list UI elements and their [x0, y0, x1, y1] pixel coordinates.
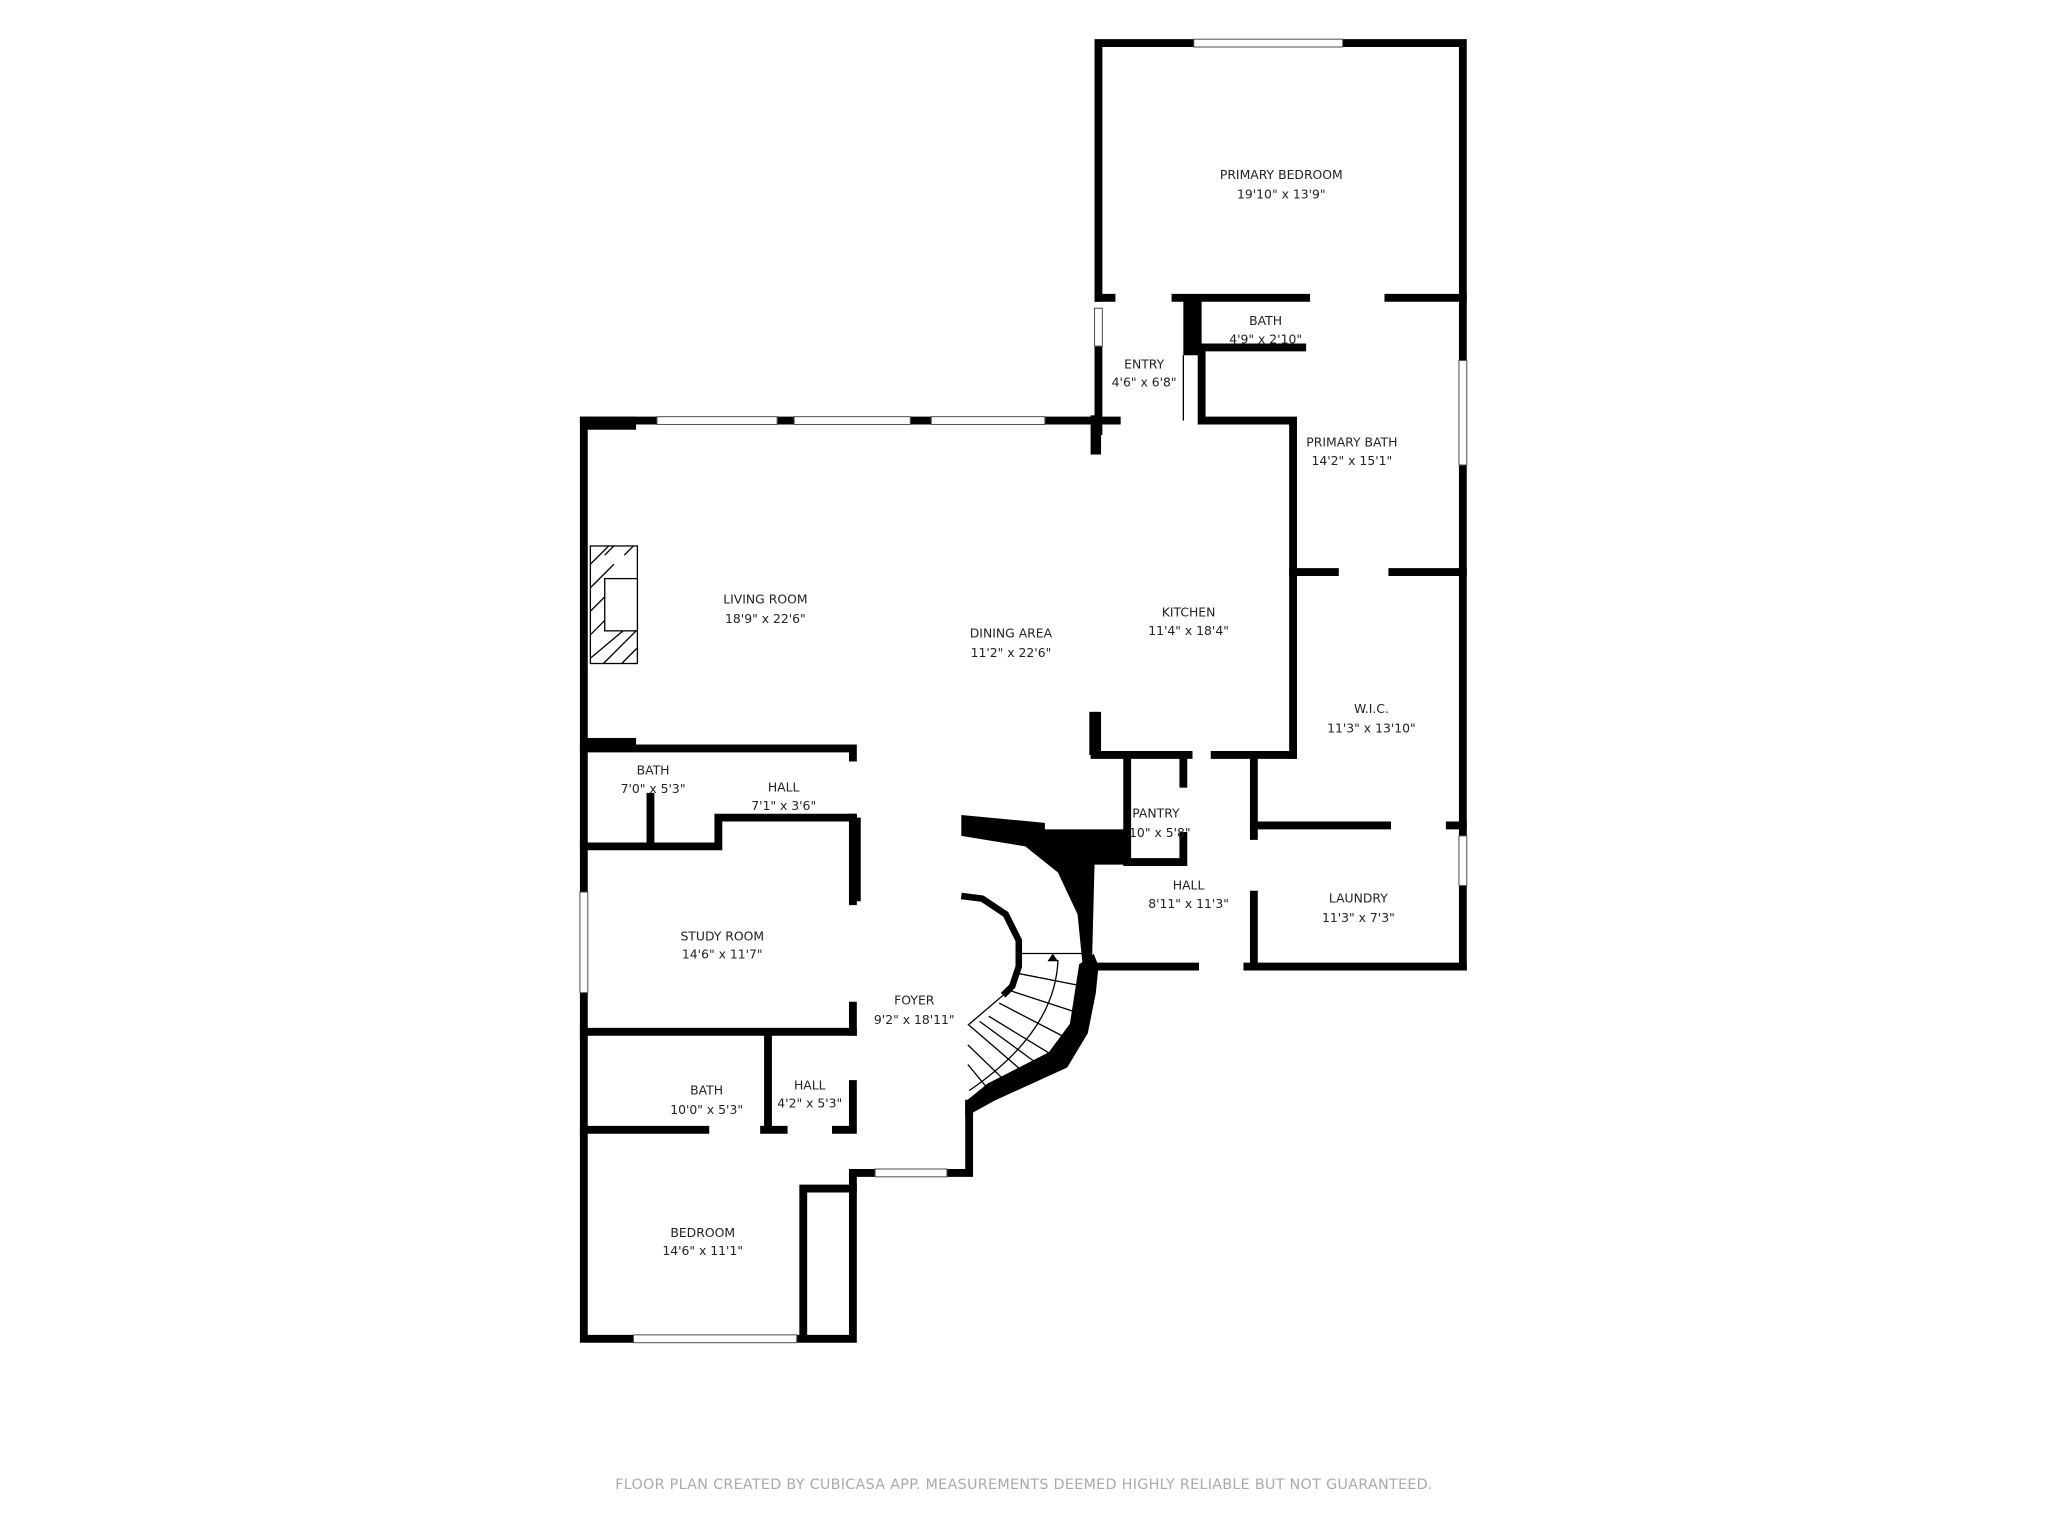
room-size-pantry: 10" x 5'8" [1129, 825, 1191, 840]
room-name-bath-lower: BATH [690, 1083, 723, 1098]
windows [579, 38, 1468, 1344]
room-size-living-room: 18'9" x 22'6" [725, 611, 806, 626]
room-size-study-room: 14'6" x 11'7" [682, 947, 763, 962]
room-size-bath-lower: 10'0" x 5'3" [670, 1102, 743, 1117]
room-name-primary-bedroom: PRIMARY BEDROOM [1220, 167, 1343, 182]
room-name-primary-bath: PRIMARY BATH [1306, 435, 1397, 450]
room-size-bedroom: 14'6" x 11'1" [662, 1243, 743, 1258]
room-name-wic: W.I.C. [1354, 701, 1389, 716]
room-size-laundry: 11'3" x 7'3" [1322, 910, 1395, 925]
room-size-hall-upper: 7'1" x 3'6" [751, 798, 816, 813]
room-name-hall-lower: HALL [794, 1077, 826, 1092]
room-size-bath-left: 7'0" x 5'3" [621, 781, 686, 796]
room-name-foyer: FOYER [894, 992, 935, 1007]
room-name-bath-upper: BATH [1249, 313, 1282, 328]
room-name-living-room: LIVING ROOM [723, 591, 807, 606]
walls [579, 39, 1467, 1343]
room-labels: PRIMARY BEDROOM 19'10" x 13'9" BATH 4'9"… [621, 167, 1416, 1258]
room-size-wic: 11'3" x 13'10" [1327, 721, 1416, 736]
fireplace [589, 545, 639, 665]
room-size-hall-right: 8'11" x 11'3" [1148, 896, 1229, 911]
room-size-foyer: 9'2" x 18'11" [874, 1012, 955, 1027]
staircase [967, 952, 1088, 1095]
room-name-study-room: STUDY ROOM [680, 928, 764, 943]
room-size-kitchen: 11'4" x 18'4" [1148, 623, 1229, 638]
room-size-bath-upper: 4'9" x 2'10" [1229, 332, 1302, 347]
room-name-dining-area: DINING AREA [970, 625, 1053, 640]
room-name-laundry: LAUNDRY [1329, 891, 1388, 906]
room-name-hall-right: HALL [1173, 877, 1205, 892]
room-size-primary-bedroom: 19'10" x 13'9" [1237, 187, 1326, 202]
room-name-hall-upper: HALL [768, 780, 800, 795]
disclaimer-footer: FLOOR PLAN CREATED BY CUBICASA APP. MEAS… [615, 1477, 1433, 1493]
room-name-entry: ENTRY [1124, 356, 1164, 371]
room-name-pantry: PANTRY [1132, 806, 1180, 821]
room-size-primary-bath: 14'2" x 15'1" [1311, 453, 1392, 468]
room-size-hall-lower: 4'2" x 5'3" [777, 1096, 842, 1111]
room-size-entry: 4'6" x 6'8" [1112, 375, 1177, 390]
room-size-dining-area: 11'2" x 22'6" [971, 645, 1052, 660]
room-name-bedroom: BEDROOM [670, 1225, 735, 1240]
room-name-bath-left: BATH [637, 763, 670, 778]
room-name-kitchen: KITCHEN [1162, 604, 1216, 619]
